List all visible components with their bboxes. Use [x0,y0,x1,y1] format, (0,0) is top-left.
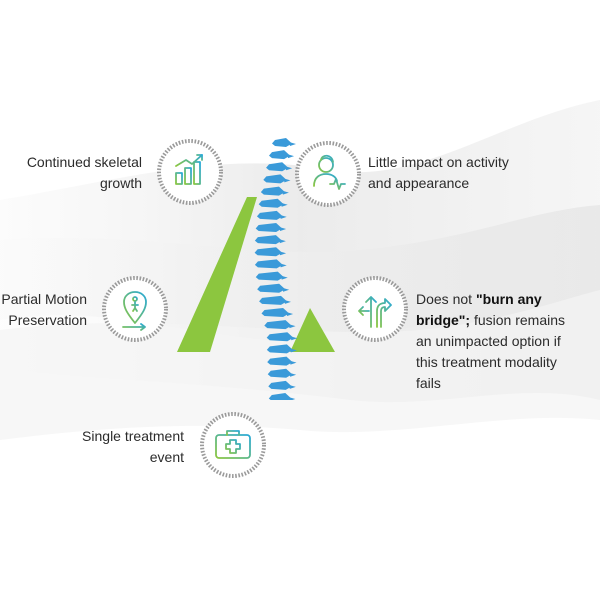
spine-vertebra [255,271,284,281]
spine-vertebra-process [283,299,291,304]
spine-vertebra-process [280,275,288,280]
green-triangle-left [177,197,257,352]
spine-triangle-emblem [177,138,335,400]
benefit-skeletal-growth: Continued skeletal growth [27,152,142,194]
benefit-single-event: Single treatment event [82,426,184,468]
benefit-bridge: Does not "burn any bridge"; fusion remai… [416,289,596,394]
medical-kit-icon [199,411,267,479]
spine-vertebra [268,393,292,400]
spine-vertebra [258,198,284,208]
spine-vertebra-process [290,336,298,341]
benefit-motion-line2: Preservation [8,312,87,328]
benefit-activity-line1: Little impact on activity [368,154,509,170]
spine-vertebra-process [286,312,294,316]
spine-vertebra [255,223,283,232]
benefit-activity-line2: and appearance [368,175,470,191]
spine-vertebra-process [280,202,288,207]
spine-vertebra-process [279,251,287,256]
green-triangle-right [290,308,335,352]
motion-pin-icon [101,275,169,343]
benefit-bridge-line5: fails [416,375,441,391]
benefit-bridge-rest2: fusion remains [470,312,566,328]
spine-vertebra-process [289,372,297,377]
benefit-single-event-line1: Single treatment [82,428,184,444]
spine-icon [254,138,298,400]
benefit-bridge-line1: Does not "burn any [416,289,596,310]
spine-vertebra [272,138,292,147]
spine-vertebra-process [288,324,296,329]
bar-chart-growth-icon [156,138,224,206]
benefit-bridge-line3: an unimpacted option if [416,333,561,349]
spine-vertebra-process [288,384,296,389]
spine-vertebra [267,368,293,378]
spine-vertebra-process [281,190,289,195]
benefit-bridge-prefix: Does not [416,291,476,307]
spine-vertebra [268,150,291,160]
spine-vertebra [259,295,287,305]
spine-vertebra [254,235,282,245]
spine-vertebra [266,162,289,172]
spine-vertebra [266,344,293,354]
benefit-bridge-line2: bridge"; fusion remains [416,310,596,331]
spine-vertebra-process [288,397,296,400]
spine-vertebra [266,332,294,342]
spine-vertebra [257,283,286,293]
spine-vertebra-process [285,166,293,171]
spine-vertebra-process [279,227,287,231]
spine-vertebra-process [279,214,287,219]
benefit-motion-line1: Partial Motion [1,291,87,307]
direction-arrows-icon [341,275,409,343]
benefit-activity: Little impact on activity and appearance [368,152,509,194]
spine-vertebra [261,308,290,317]
benefit-single-event-line2: event [149,449,184,465]
spine-vertebra [254,259,283,269]
spine-vertebra [263,174,287,184]
spine-vertebra-process [289,360,297,365]
benefit-bridge-bold1: "burn any [475,291,542,307]
spine-vertebra-process [278,239,286,244]
spine-vertebra [254,247,283,257]
spine-vertebra-process [287,154,295,159]
benefit-bridge-line4: this treatment modality [416,354,557,370]
spine-vertebra [267,356,293,366]
spine-vertebra [268,380,292,390]
spine-vertebra-process [283,178,291,183]
benefit-motion: Partial Motion Preservation [1,289,87,331]
person-heartbeat-icon [294,140,362,208]
spine-vertebra [264,320,292,330]
spine-vertebra-process [282,287,290,292]
spine-vertebra [260,186,285,196]
benefit-bridge-bold2: bridge"; [416,312,471,328]
benefit-skeletal-growth-line2: growth [99,175,142,191]
spine-vertebra [256,210,283,220]
spine-vertebra-process [279,263,287,268]
spine-vertebra-process [289,348,297,353]
spine-vertebra-process [289,142,296,146]
benefit-skeletal-growth-line1: Continued skeletal [26,154,142,170]
